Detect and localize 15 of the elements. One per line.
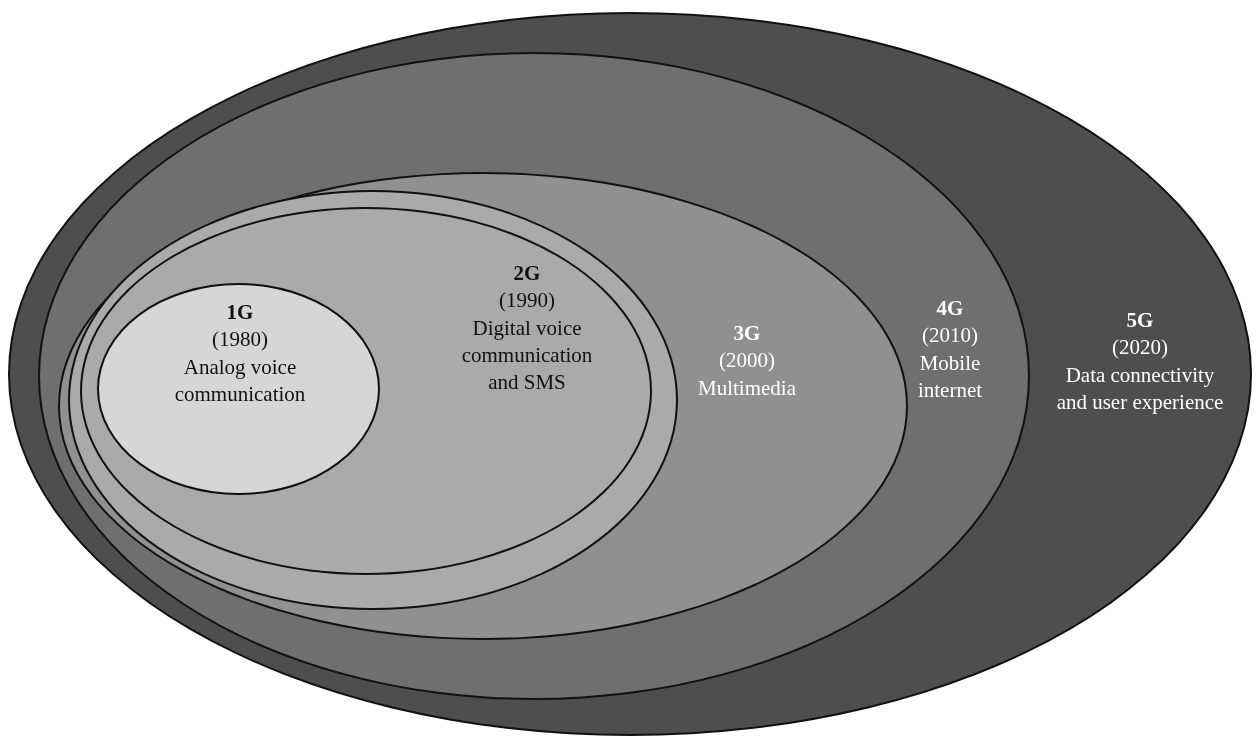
year-label: (1990) <box>498 287 556 315</box>
description-text: Mobile internet <box>916 349 984 404</box>
generation-heading: 2G <box>512 260 542 287</box>
generation-heading: 1G <box>225 299 255 326</box>
generation-heading: 4G <box>935 295 965 322</box>
description-text: Digital voice communication and SMS <box>460 314 594 397</box>
description-text: Multimedia <box>697 374 797 402</box>
year-label: (1980) <box>211 326 269 354</box>
description-text: Analog voice communication <box>173 353 307 408</box>
year-label: (2020) <box>1111 334 1169 362</box>
generation-heading: 3G <box>732 320 762 347</box>
year-label: (2010) <box>921 322 979 350</box>
description-text: Data connectivity and user experience <box>1055 361 1225 416</box>
generation-heading: 5G <box>1125 307 1155 334</box>
year-label: (2000) <box>718 347 776 375</box>
